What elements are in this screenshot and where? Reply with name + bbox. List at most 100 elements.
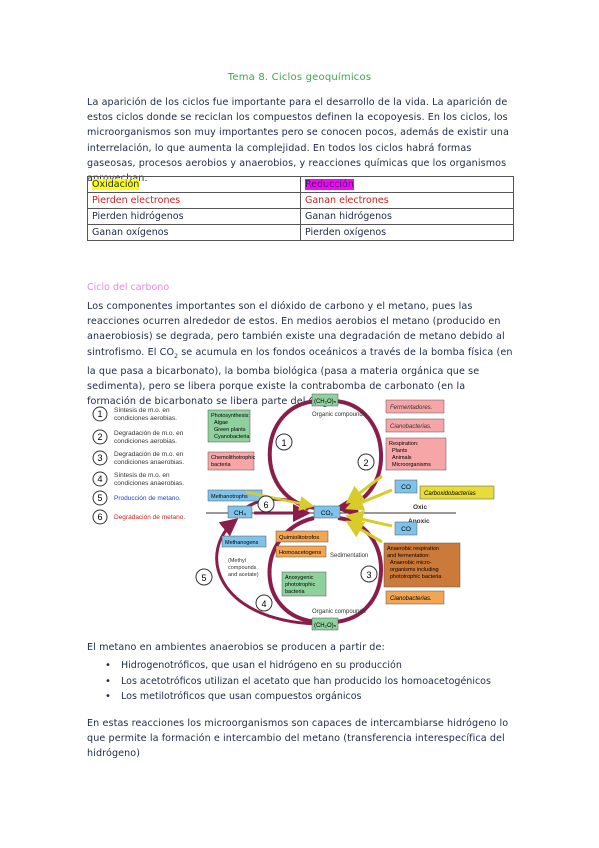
legend-item: 6 Degradación de metano. bbox=[92, 509, 185, 525]
legend-item: 2 Degradación de m.o. en condiciones aer… bbox=[92, 429, 184, 445]
yellow-arrow bbox=[345, 488, 393, 511]
svg-text:Degradación de m.o. en: Degradación de m.o. en bbox=[114, 451, 184, 458]
cycle-arc-4 bbox=[267, 516, 319, 624]
legend-item: 3 Degradación de m.o. en condiciones ana… bbox=[92, 450, 184, 466]
table-cell: Pierden hidrógenos bbox=[87, 208, 301, 225]
cycle-arc-1 bbox=[267, 399, 319, 510]
svg-text:Degradación de metano.: Degradación de metano. bbox=[114, 514, 185, 521]
svg-text:condiciones anaerobias.: condiciones anaerobias. bbox=[114, 459, 184, 466]
cycle-number-5: 5 bbox=[195, 568, 213, 586]
svg-text:(CH₂O)ₙ: (CH₂O)ₙ bbox=[314, 623, 337, 629]
table-row: Ganan oxígenos Pierden oxígenos bbox=[87, 224, 514, 241]
cycle-number-1: 1 bbox=[275, 433, 293, 451]
svg-text:Fermentadores.: Fermentadores. bbox=[390, 405, 432, 411]
svg-text:6: 6 bbox=[97, 512, 102, 522]
svg-text:Animals: Animals bbox=[392, 455, 412, 461]
svg-text:Producción de metano.: Producción de metano. bbox=[114, 495, 181, 502]
svg-text:Chemolithotrophic: Chemolithotrophic bbox=[211, 455, 256, 461]
oxic-label: Oxic bbox=[413, 504, 427, 511]
svg-text:3: 3 bbox=[366, 570, 371, 580]
svg-text:Homoacetogens: Homoacetogens bbox=[279, 550, 321, 556]
svg-text:Anoxygenic: Anoxygenic bbox=[285, 575, 314, 581]
svg-text:Photosynthesis:: Photosynthesis: bbox=[211, 413, 250, 419]
legend-item: 4 Síntesis de m.o. en condiciones anaero… bbox=[92, 471, 184, 487]
svg-text:and acetate): and acetate) bbox=[228, 572, 259, 578]
svg-text:Methanogens: Methanogens bbox=[225, 540, 259, 546]
svg-text:condiciones aerobias.: condiciones aerobias. bbox=[114, 415, 177, 422]
svg-text:4: 4 bbox=[261, 599, 266, 609]
cycle-number-3: 3 bbox=[360, 565, 378, 583]
carboxidobacterias-box bbox=[419, 485, 495, 500]
svg-text:organisms including: organisms including bbox=[390, 567, 439, 573]
anoxic-label: Anoxic bbox=[408, 518, 430, 525]
intro-paragraph: La aparición de los ciclos fue important… bbox=[87, 97, 509, 184]
yellow-arrow bbox=[345, 510, 393, 529]
svg-text:(CH₂O)ₙ: (CH₂O)ₙ bbox=[314, 399, 337, 405]
yellow-arrow bbox=[245, 490, 315, 511]
svg-text:(Methyl: (Methyl bbox=[228, 558, 246, 564]
table-header-cell: Reducción bbox=[300, 176, 514, 193]
table-row: Pierden electrones Ganan electrones bbox=[87, 192, 514, 209]
anoxygenic-box bbox=[281, 571, 327, 597]
svg-text:2: 2 bbox=[363, 458, 368, 468]
svg-text:Plants: Plants bbox=[392, 448, 408, 454]
svg-text:bacteria: bacteria bbox=[285, 589, 306, 595]
organic-top-label: Organic compounds bbox=[312, 412, 366, 418]
svg-text:4: 4 bbox=[97, 474, 102, 484]
closing-paragraph: En estas reacciones los microorganismos … bbox=[87, 718, 509, 760]
anaerobic-respiration-box bbox=[383, 542, 461, 588]
respiration-box bbox=[385, 437, 447, 471]
svg-text:1: 1 bbox=[281, 438, 286, 448]
table-header-row: Oxidación Reducción bbox=[87, 176, 514, 193]
yellow-arrow bbox=[345, 520, 383, 544]
bullet-list: Hidrogenotróficos, que usan el hidrógeno… bbox=[87, 658, 517, 705]
photosynthesis-box bbox=[207, 409, 251, 443]
table-cell: Pierden oxígenos bbox=[300, 224, 514, 241]
svg-text:Anaerobic respiration: Anaerobic respiration bbox=[387, 546, 439, 552]
homoacetogens-box bbox=[275, 545, 327, 558]
co-box-bottom bbox=[394, 521, 418, 536]
co-box-top bbox=[394, 479, 418, 494]
svg-text:Cianobacterias.: Cianobacterias. bbox=[390, 424, 432, 430]
svg-text:Síntesis de m.o. en: Síntesis de m.o. en bbox=[114, 407, 170, 414]
svg-text:Síntesis de m.o. en: Síntesis de m.o. en bbox=[114, 472, 170, 479]
list-item: Hidrogenotróficos, que usan el hidrógeno… bbox=[87, 658, 517, 674]
svg-text:3: 3 bbox=[97, 453, 102, 463]
svg-text:Microorganisms: Microorganisms bbox=[392, 462, 431, 468]
cianobacterias-top-box bbox=[385, 418, 445, 433]
cianobacterias-bottom-box bbox=[385, 590, 445, 605]
sedimentation-label: Sedimentation bbox=[330, 553, 368, 559]
svg-text:2: 2 bbox=[97, 432, 102, 442]
legend: 1 Síntesis de m.o. en condiciones aerobi… bbox=[92, 406, 185, 525]
cycle-number-4: 4 bbox=[255, 594, 273, 612]
co2-center-box bbox=[313, 505, 341, 519]
svg-text:Respiration:: Respiration: bbox=[389, 441, 419, 447]
svg-text:Degradación de m.o. en: Degradación de m.o. en bbox=[114, 430, 184, 437]
table-header-cell: Oxidación bbox=[87, 176, 301, 193]
ch2o-bottom-box bbox=[311, 617, 339, 631]
page-title: Tema 8. Ciclos geoquímicos bbox=[227, 72, 372, 83]
table-cell: Ganan oxígenos bbox=[87, 224, 301, 241]
svg-text:1: 1 bbox=[97, 409, 102, 419]
svg-text:Quimiolitotrofos: Quimiolitotrofos bbox=[279, 535, 319, 541]
svg-text:5: 5 bbox=[97, 493, 102, 503]
ch4-box bbox=[227, 505, 253, 519]
ch2o-top-box bbox=[311, 393, 339, 407]
list-item: Los metilotróficos que usan compuestos o… bbox=[87, 689, 517, 705]
carbon-cycle-diagram: 1 Síntesis de m.o. en condiciones aerobi… bbox=[92, 393, 495, 631]
legend-item: 5 Producción de metano. bbox=[92, 490, 181, 506]
svg-text:phototrophic: phototrophic bbox=[285, 582, 316, 588]
svg-text:CO₂: CO₂ bbox=[321, 510, 334, 517]
svg-text:phototrophic bacteria: phototrophic bacteria bbox=[390, 574, 442, 580]
methanogens-box bbox=[221, 535, 267, 548]
svg-text:bacteria: bacteria bbox=[211, 462, 232, 468]
svg-text:6: 6 bbox=[263, 500, 268, 510]
table-cell: Ganan hidrógenos bbox=[300, 208, 514, 225]
chemolithotrophic-box bbox=[207, 451, 255, 471]
quimiolitotrofos-box bbox=[275, 530, 329, 543]
organic-bottom-label: Organic compounds bbox=[312, 609, 366, 615]
table-row: Pierden hidrógenos Ganan hidrógenos bbox=[87, 208, 514, 225]
svg-text:Cyanobacteria: Cyanobacteria bbox=[214, 434, 250, 440]
oxidation-reduction-table: Oxidación Reducción Pierden electrones G… bbox=[87, 176, 514, 241]
cycle-number-2: 2 bbox=[357, 453, 375, 471]
